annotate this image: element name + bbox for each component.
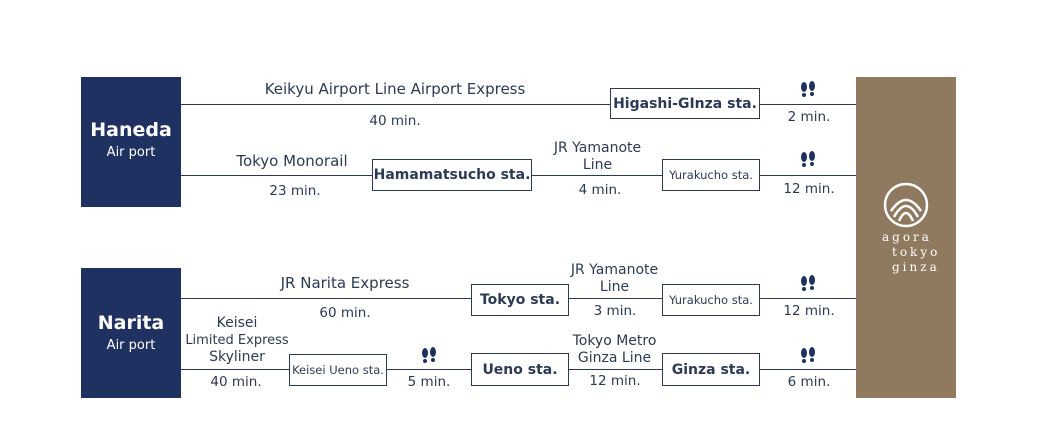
haneda-name: Haneda [90,119,172,141]
route2-line-label: Tokyo Monorail [236,152,348,170]
route3-walk-time: 12 min. [783,303,835,319]
route1-time: 40 min. [369,113,421,129]
narita-sub: Air port [106,338,156,353]
route4-time: 40 min. [210,374,262,390]
route4-line2-label-2: Ginza Line [577,350,652,366]
higashi-ginza-station: Higashi-GInza sta. [610,88,760,119]
route4-line-label-3: Skyliner [209,349,265,365]
route4-line-label-1: Keisei [216,315,258,331]
route2-line2-label-2: Line [582,157,613,173]
route3-line2-label-2: Line [599,279,630,295]
hotel-name-2: tokyo [892,245,941,259]
route3-time2: 3 min. [593,303,637,319]
yurakucho-station-2: Yurakucho sta. [662,284,760,316]
route1-line [181,104,856,105]
haneda-block: Haneda Air port [81,77,181,207]
tokyo-station: Tokyo sta. [471,284,569,316]
route2-line2-label-1: JR Yamanote [553,140,642,156]
haneda-sub: Air port [106,145,156,160]
footprints-icon [801,275,815,291]
route1-walk-time: 2 min. [787,109,831,125]
footprints-icon [801,347,815,363]
hotel-name-1: agora [882,230,932,244]
route3-time: 60 min. [319,305,371,321]
keisei-ueno-station: Keisei Ueno sta. [289,354,387,386]
route2-walk-time: 12 min. [783,181,835,197]
route2-time: 23 min. [269,183,321,199]
route2-time2: 4 min. [578,182,622,198]
route4-line-label-2: Limited Express [185,333,289,348]
narita-name: Narita [97,312,165,334]
footprints-icon [422,347,436,363]
agora-logo-icon [883,182,929,228]
hotel-name-3: ginza [892,260,940,274]
ueno-station: Ueno sta. [471,353,569,386]
footprints-icon [801,81,815,97]
hotel-block: agora tokyo ginza [856,77,956,398]
route4-line2-label-1: Tokyo Metro [572,333,657,349]
route1-line-label: Keikyu Airport Line Airport Express [264,80,526,98]
route3-line2-label-1: JR Yamanote [570,262,659,278]
route4-walk-time: 6 min. [787,374,831,390]
route4-time2: 12 min. [589,373,641,389]
narita-block: Narita Air port [81,268,181,398]
hamamatsucho-station: Hamamatsucho sta. [372,159,532,191]
footprints-icon [801,151,815,167]
yurakucho-station-1: Yurakucho sta. [662,159,760,191]
ginza-station: Ginza sta. [662,353,760,386]
route4-walk1-time: 5 min. [407,374,451,390]
route3-line-label: JR Narita Express [280,274,410,292]
